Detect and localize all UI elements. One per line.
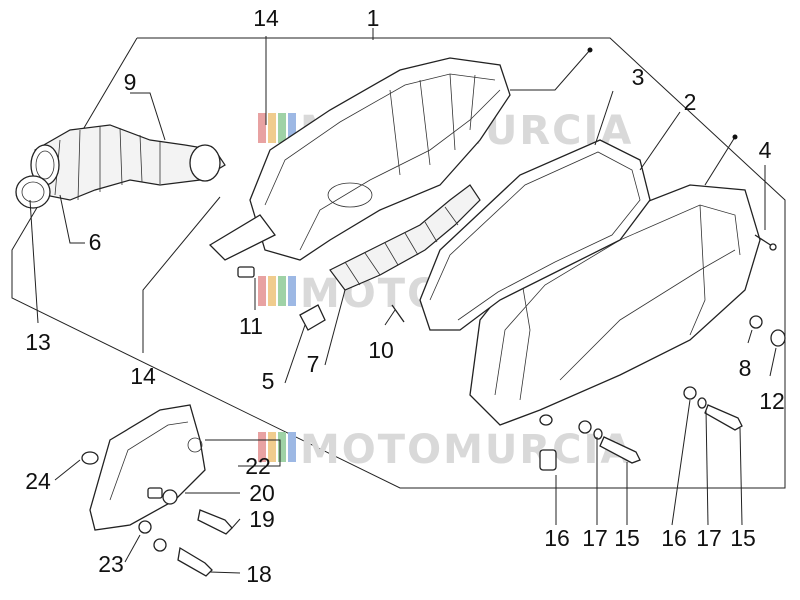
part-22-spacer — [147, 487, 163, 499]
callout-13: 13 — [25, 329, 51, 355]
part-8-clip — [749, 315, 763, 329]
callout-3: 3 — [632, 64, 645, 90]
part-3-gasket — [419, 139, 651, 331]
callout-6: 6 — [89, 229, 102, 255]
callout-1: 1 — [367, 5, 380, 31]
part-9-intake-hose — [34, 124, 226, 201]
callout-4: 4 — [759, 137, 772, 163]
part-15-bolt — [599, 404, 743, 464]
callout-10: 10 — [368, 337, 394, 363]
callout-9: 9 — [124, 69, 137, 95]
part-13-hose-clamp — [15, 175, 51, 209]
part-11-bushing — [237, 266, 255, 278]
part-12-grommet — [770, 329, 786, 347]
callout-17-b: 17 — [696, 525, 722, 551]
callout-11: 11 — [239, 313, 263, 339]
callout-16-b: 16 — [661, 525, 687, 551]
part-drain-cap — [539, 414, 557, 471]
callout-23: 23 — [98, 551, 124, 577]
part-19-bolt — [197, 509, 233, 535]
part-16-washer — [578, 386, 697, 434]
callout-14-left: 14 — [130, 363, 156, 389]
callout-2: 2 — [684, 89, 697, 115]
part-24-nut — [81, 451, 99, 465]
assembly-boundary-line — [11, 37, 786, 489]
callout-16-a: 16 — [544, 525, 570, 551]
part-10-bolt — [391, 304, 405, 323]
part-4-screw — [754, 234, 777, 251]
part-14-filter-box — [208, 57, 511, 261]
callout-18: 18 — [246, 561, 272, 587]
reference-dot — [732, 134, 738, 140]
callout-5: 5 — [262, 368, 275, 394]
reference-dot — [587, 47, 593, 53]
callout-20: 20 — [249, 480, 275, 506]
watermark-3: MOTOMURCIA — [258, 427, 633, 473]
part-17-washer — [593, 397, 707, 440]
callout-14-top: 14 — [253, 5, 279, 31]
callout-24: 24 — [25, 468, 51, 494]
lower-bracket — [89, 404, 206, 531]
callout-22: 22 — [245, 453, 271, 479]
callout-12: 12 — [759, 388, 785, 414]
callout-8: 8 — [739, 355, 752, 381]
leader-lines — [29, 28, 777, 574]
callout-labels: 1 2 3 4 5 6 7 8 9 10 11 12 13 14 14 15 1… — [25, 5, 785, 587]
callout-17-a: 17 — [582, 525, 608, 551]
part-20-washer — [162, 489, 178, 505]
callout-15-a: 15 — [614, 525, 640, 551]
part-18-bolt — [177, 546, 213, 577]
part-23-washer — [138, 520, 167, 552]
watermark-text: MOTOMURCIA — [300, 427, 633, 473]
callout-19: 19 — [249, 506, 275, 532]
callout-7: 7 — [307, 351, 320, 377]
part-7-duct — [329, 184, 481, 291]
part-5-clip — [299, 304, 326, 331]
callout-15-b: 15 — [730, 525, 756, 551]
